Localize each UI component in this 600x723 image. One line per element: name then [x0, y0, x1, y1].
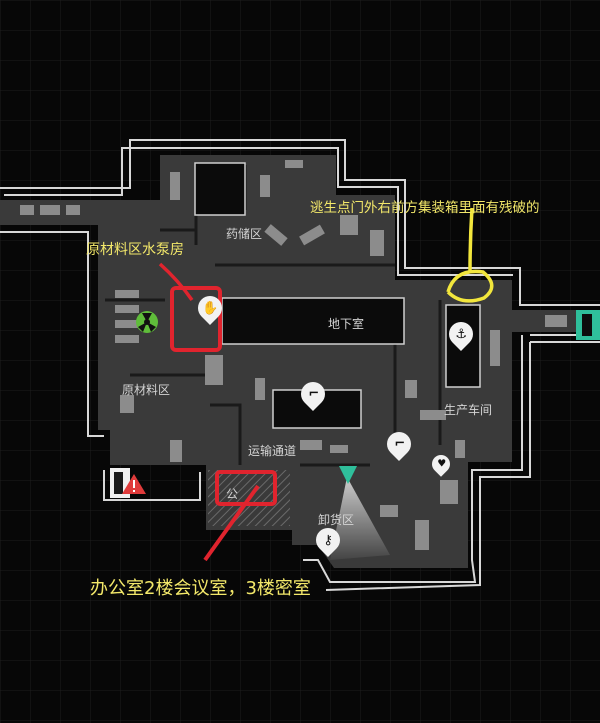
- room-blocks: [194, 162, 481, 429]
- room-label-transport: 运输通道: [248, 444, 297, 458]
- room-label-raw-material: 原材料区: [122, 383, 171, 397]
- container-arrow: [468, 207, 474, 273]
- outer-wall: [0, 139, 600, 591]
- room-label-unloading: 卸货区: [318, 513, 355, 527]
- room-label-drug-storage: 药储区: [226, 227, 263, 241]
- callout-office-floors: 办公室2楼会议室，3楼密室: [90, 578, 311, 599]
- container-circle: [446, 269, 494, 303]
- room-label-basement: 地下室: [328, 317, 365, 331]
- office-arrow: [203, 484, 260, 562]
- callout-extract-container: 逃生点门外右前方集装箱里面有残破的: [310, 200, 540, 216]
- pump-room-marker: [170, 286, 222, 352]
- warning-icon: [122, 474, 146, 494]
- exit-door-icon[interactable]: [576, 310, 600, 340]
- radiation-icon: [136, 311, 158, 333]
- props: [20, 160, 567, 550]
- pump-room-arrow: [158, 262, 194, 302]
- player-marker-icon: [339, 466, 357, 484]
- room-label-office: 公: [226, 487, 239, 501]
- callout-pump-room: 原材料区水泵房: [86, 242, 184, 258]
- view-cone: [330, 477, 390, 560]
- room-label-production: 生产车间: [444, 403, 493, 417]
